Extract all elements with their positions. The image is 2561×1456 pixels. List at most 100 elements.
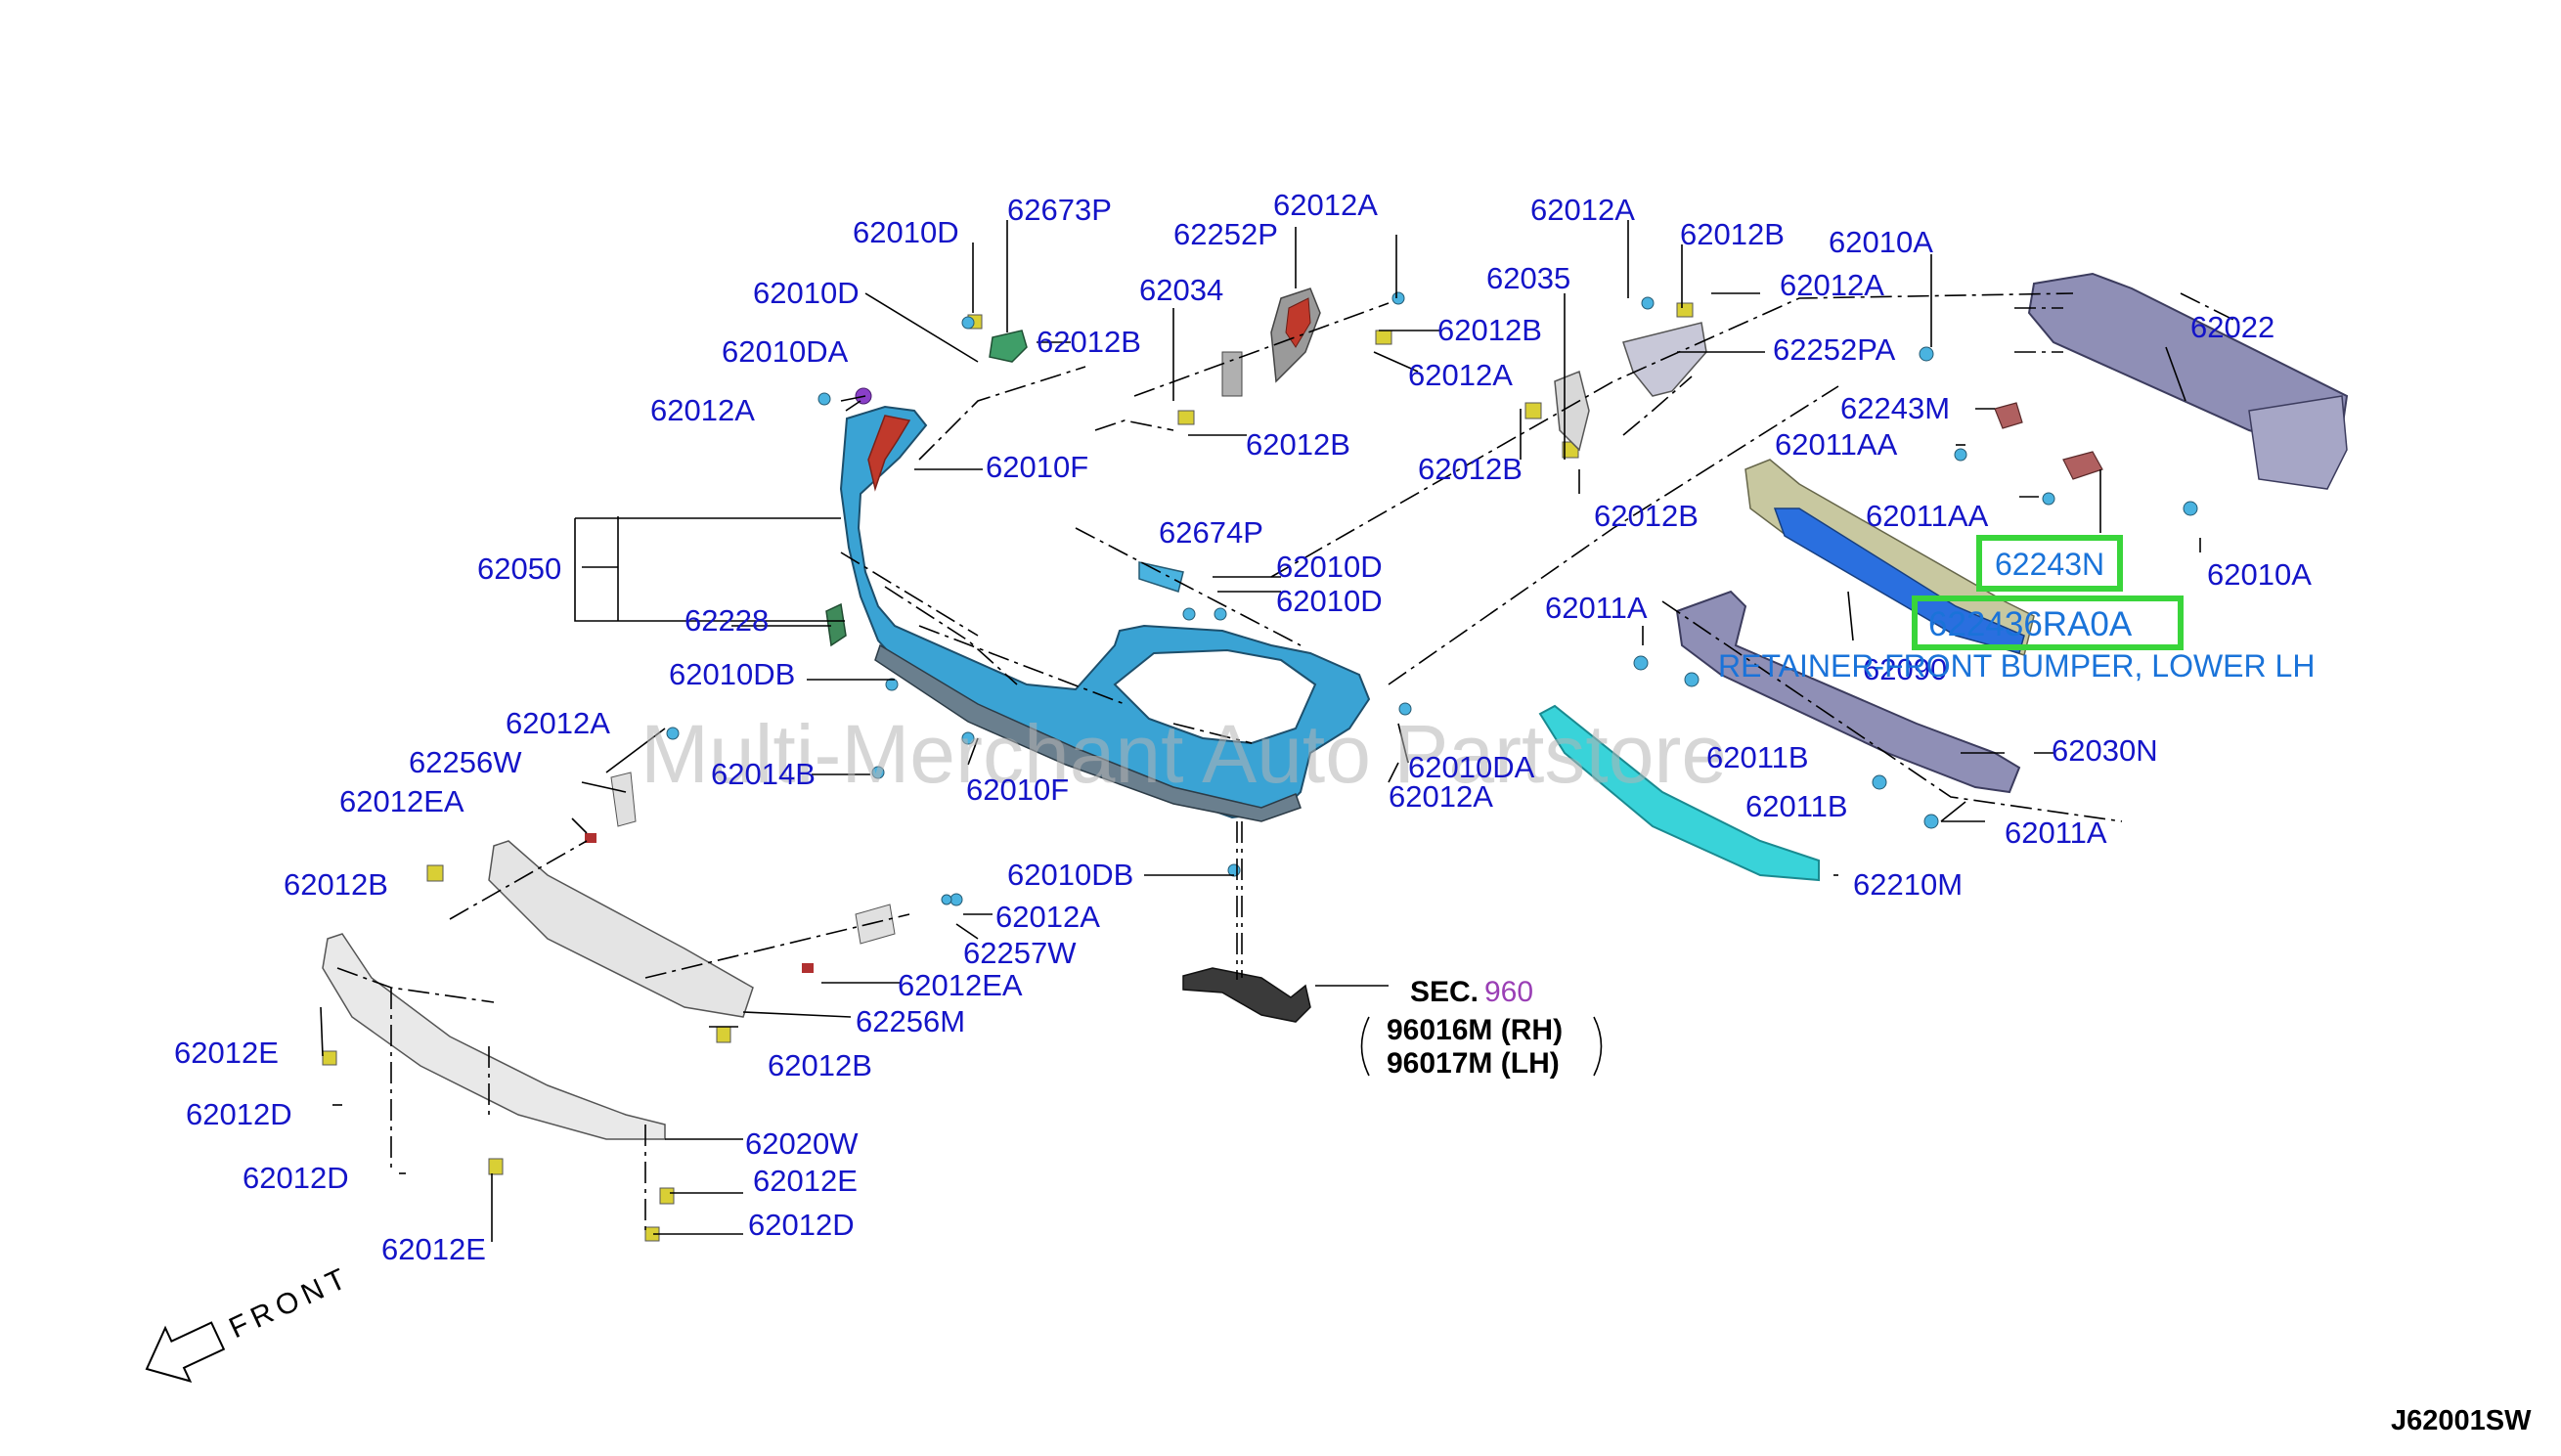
label-62010F-b[interactable]: 62010F xyxy=(966,772,1069,807)
lower-beam-62030N[interactable] xyxy=(1675,590,2021,794)
beam-bracket-right xyxy=(2248,395,2348,490)
label-62010DA-a[interactable]: 62010DA xyxy=(722,334,849,369)
label-62010DA-b[interactable]: 62010DA xyxy=(1408,750,1535,784)
label-62010DB-b[interactable]: 62010DB xyxy=(1007,858,1133,892)
highlight-description: RETAINER-FRONT BUMPER, LOWER LH xyxy=(1718,648,2315,684)
section-number[interactable]: 960 xyxy=(1484,976,1533,1008)
bracket-62673P xyxy=(989,330,1028,363)
fasteners xyxy=(322,302,1694,1242)
label-62010D-c[interactable]: 62010D xyxy=(1276,550,1383,584)
label-62252P[interactable]: 62252P xyxy=(1173,217,1278,251)
front-direction-indicator: FRONT xyxy=(145,1260,356,1383)
label-62012D-c[interactable]: 62012D xyxy=(748,1208,855,1242)
bracket-62035 xyxy=(1554,370,1590,452)
bumper-side-reflector xyxy=(867,415,911,492)
label-62090[interactable]: 62090 xyxy=(1863,652,1947,686)
section-prefix: SEC. xyxy=(1410,976,1479,1008)
label-62012EA-b[interactable]: 62012EA xyxy=(898,968,1023,1002)
label-62012E-b[interactable]: 62012E xyxy=(381,1232,486,1266)
bracket-62256W xyxy=(610,772,637,827)
bracket-62674P xyxy=(1138,561,1184,593)
highlighted-part: 62243N 622436RA0A RETAINER-FRONT BUMPER,… xyxy=(1718,535,2315,684)
label-62252PA[interactable]: 62252PA xyxy=(1773,332,1896,367)
label-62030N[interactable]: 62030N xyxy=(2052,733,2158,768)
section-reference[interactable]: SEC. 960 96016M (RH) 96017M (LH) xyxy=(1387,976,1563,1080)
center-lines xyxy=(336,292,2240,1232)
label-62243M[interactable]: 62243M xyxy=(1840,391,1950,425)
label-62228[interactable]: 62228 xyxy=(684,603,769,638)
label-62010A-b[interactable]: 62010A xyxy=(2207,557,2312,592)
label-62256W[interactable]: 62256W xyxy=(409,745,522,779)
clip-62012EA-a xyxy=(585,833,596,843)
label-62011AA-b[interactable]: 62011AA xyxy=(1866,499,1989,533)
label-62012B-g[interactable]: 62012B xyxy=(1418,452,1523,486)
label-62012A-b[interactable]: 62012A xyxy=(506,706,610,740)
label-62034[interactable]: 62034 xyxy=(1139,273,1223,307)
label-62256M[interactable]: 62256M xyxy=(856,1004,965,1038)
highlight-label-62243N[interactable]: 62243N xyxy=(1995,547,2104,582)
label-62011A-b[interactable]: 62011A xyxy=(2005,816,2107,850)
label-62012B-d[interactable]: 62012B xyxy=(1246,427,1350,462)
label-62010D-a[interactable]: 62010D xyxy=(853,215,959,249)
label-62674P[interactable]: 62674P xyxy=(1159,515,1263,550)
watermark: Multi-Merchant Auto Partstore xyxy=(640,708,1727,800)
label-62022[interactable]: 62022 xyxy=(2190,310,2274,344)
bracket-62252PA xyxy=(1622,322,1707,397)
label-62673P[interactable]: 62673P xyxy=(1007,193,1112,227)
label-62010F-a[interactable]: 62010F xyxy=(986,450,1088,484)
screws xyxy=(666,291,2198,906)
label-62012D-b[interactable]: 62012D xyxy=(243,1161,349,1195)
leader-lines xyxy=(320,220,2201,1242)
label-62012A-c[interactable]: 62012A xyxy=(1273,188,1378,222)
label-62210M[interactable]: 62210M xyxy=(1853,867,1963,902)
diagram-code: J62001SW xyxy=(2391,1405,2532,1436)
label-62020W[interactable]: 62020W xyxy=(745,1126,859,1161)
energy-absorber-62090[interactable] xyxy=(1744,459,2035,656)
label-62010D-d[interactable]: 62010D xyxy=(1276,584,1383,618)
section-rh: 96016M (RH) xyxy=(1387,1014,1563,1046)
clip-62012EA-b xyxy=(802,963,814,973)
label-62012A-a[interactable]: 62012A xyxy=(650,393,755,427)
label-62012B-a[interactable]: 62012B xyxy=(1037,325,1141,359)
highlight-box-62243N xyxy=(1976,535,2123,592)
label-62011B-b[interactable]: 62011B xyxy=(1745,789,1848,823)
front-arrow-icon xyxy=(145,1321,226,1383)
sec-parenthesis-left xyxy=(1360,1016,1370,1077)
label-62012B-e[interactable]: 62012B xyxy=(768,1048,872,1082)
label-62257W[interactable]: 62257W xyxy=(963,936,1077,970)
label-62012E-c[interactable]: 62012E xyxy=(753,1164,858,1198)
label-62035[interactable]: 62035 xyxy=(1486,261,1570,295)
label-62012B-f[interactable]: 62012B xyxy=(1680,217,1785,251)
bracket-62257W xyxy=(855,904,896,945)
bracket-62228 xyxy=(825,602,847,647)
label-62050[interactable]: 62050 xyxy=(477,552,561,586)
label-62012B-h[interactable]: 62012B xyxy=(1594,499,1699,533)
label-62010D-b[interactable]: 62010D xyxy=(753,276,860,310)
label-62012B-b[interactable]: 62012B xyxy=(284,867,388,902)
part-drawings xyxy=(322,272,2349,1242)
label-62012A-f[interactable]: 62012A xyxy=(995,900,1100,934)
label-62011AA-a[interactable]: 62011AA xyxy=(1775,427,1898,462)
label-62012A-h[interactable]: 62012A xyxy=(1780,268,1884,302)
label-62012D-a[interactable]: 62012D xyxy=(186,1097,292,1131)
stiffener-62256M xyxy=(488,840,754,1018)
bumper-lower-lip xyxy=(874,643,1302,822)
label-62011B-a[interactable]: 62011B xyxy=(1706,740,1809,774)
label-62014B[interactable]: 62014B xyxy=(711,757,816,791)
part-62243M xyxy=(1994,402,2023,429)
label-62012B-c[interactable]: 62012B xyxy=(1437,313,1542,347)
label-62012EA-a[interactable]: 62012EA xyxy=(339,784,464,818)
label-62010A-a[interactable]: 62010A xyxy=(1829,225,1933,259)
sec-parenthesis-right xyxy=(1593,1016,1603,1077)
label-62012A-d[interactable]: 62012A xyxy=(1408,358,1513,392)
label-62012A-g[interactable]: 62012A xyxy=(1530,193,1635,227)
highlight-label-622436RA0A[interactable]: 622436RA0A xyxy=(1928,605,2133,643)
label-62010DB-a[interactable]: 62010DB xyxy=(669,657,795,691)
label-62012E-a[interactable]: 62012E xyxy=(174,1036,279,1070)
label-62011A-a[interactable]: 62011A xyxy=(1545,591,1648,625)
front-label: FRONT xyxy=(224,1260,356,1345)
part-62243N xyxy=(2062,451,2103,480)
label-62012A-e[interactable]: 62012A xyxy=(1389,779,1493,814)
cover-62210M[interactable] xyxy=(1538,704,1820,882)
